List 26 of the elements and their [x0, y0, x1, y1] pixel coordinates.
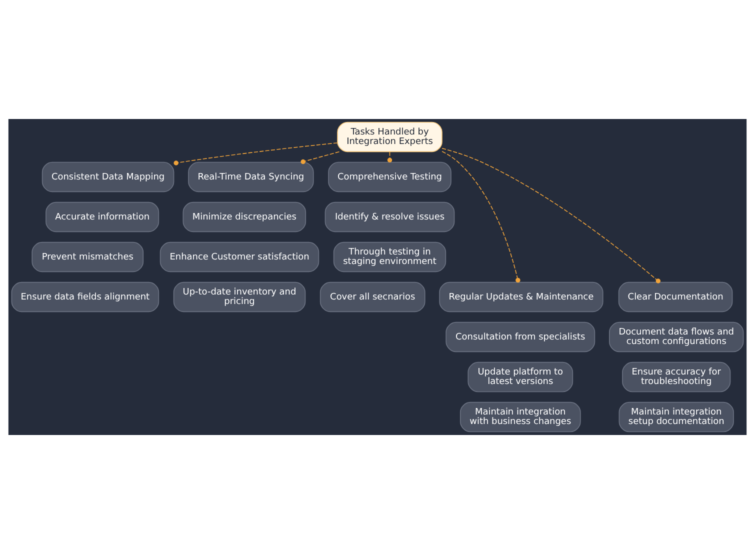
node-box: Prevent mismatches — [32, 242, 144, 272]
node-box: Tasks Handled by Integration Experts — [337, 122, 442, 152]
node-box: Real-Time Data Syncing — [188, 162, 314, 192]
connector — [442, 151, 520, 283]
node-box: Maintain integration with business changes — [460, 402, 581, 432]
connector — [442, 148, 661, 284]
node-box: Minimize discrepancies — [182, 202, 306, 232]
node-box: Ensure accuracy for troubleshooting — [622, 362, 731, 392]
node-box: Through testing in staging environment — [333, 242, 446, 272]
node-box: Identify & resolve issues — [324, 202, 455, 232]
node-box: Accurate information — [46, 202, 160, 232]
node-box: Update platform to latest versions — [468, 362, 574, 392]
node-box: Consistent Data Mapping — [42, 162, 174, 192]
connector — [387, 151, 392, 162]
node-box: Clear Documentation — [618, 282, 733, 312]
node-box: Maintain integration setup documentation — [618, 402, 734, 432]
node-box: Cover all secnarios — [320, 282, 426, 312]
node-box: Consultation from specialists — [446, 322, 596, 352]
connector — [300, 151, 340, 164]
node-box: Comprehensive Testing — [328, 162, 452, 192]
connector — [174, 142, 338, 166]
node-box: Up-to-date inventory and pricing — [173, 282, 306, 312]
node-box: Enhance Customer satisfaction — [160, 242, 320, 272]
node-box: Ensure data fields alignment — [11, 282, 160, 312]
node-box: Regular Updates & Maintenance — [439, 282, 604, 312]
node-box: Document data flows and custom configurations — [608, 322, 744, 352]
